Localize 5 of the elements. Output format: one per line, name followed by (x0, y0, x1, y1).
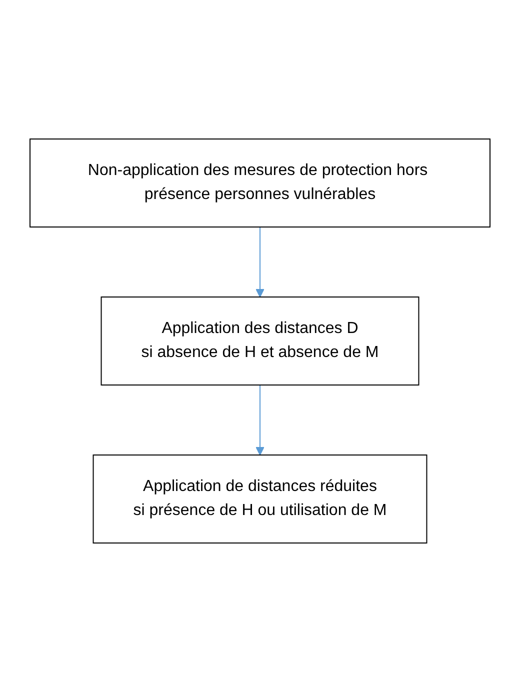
node-box: Application des distances D si absence de H et absence de M (100, 296, 420, 386)
arrow (256, 384, 264, 456)
node-box: Application de distances réduites si présence de H ou utilisation de M (92, 454, 428, 544)
node-box: Non-application des mesures de protection hors présence personnes vulnérables (30, 138, 490, 228)
arrow (256, 226, 264, 298)
